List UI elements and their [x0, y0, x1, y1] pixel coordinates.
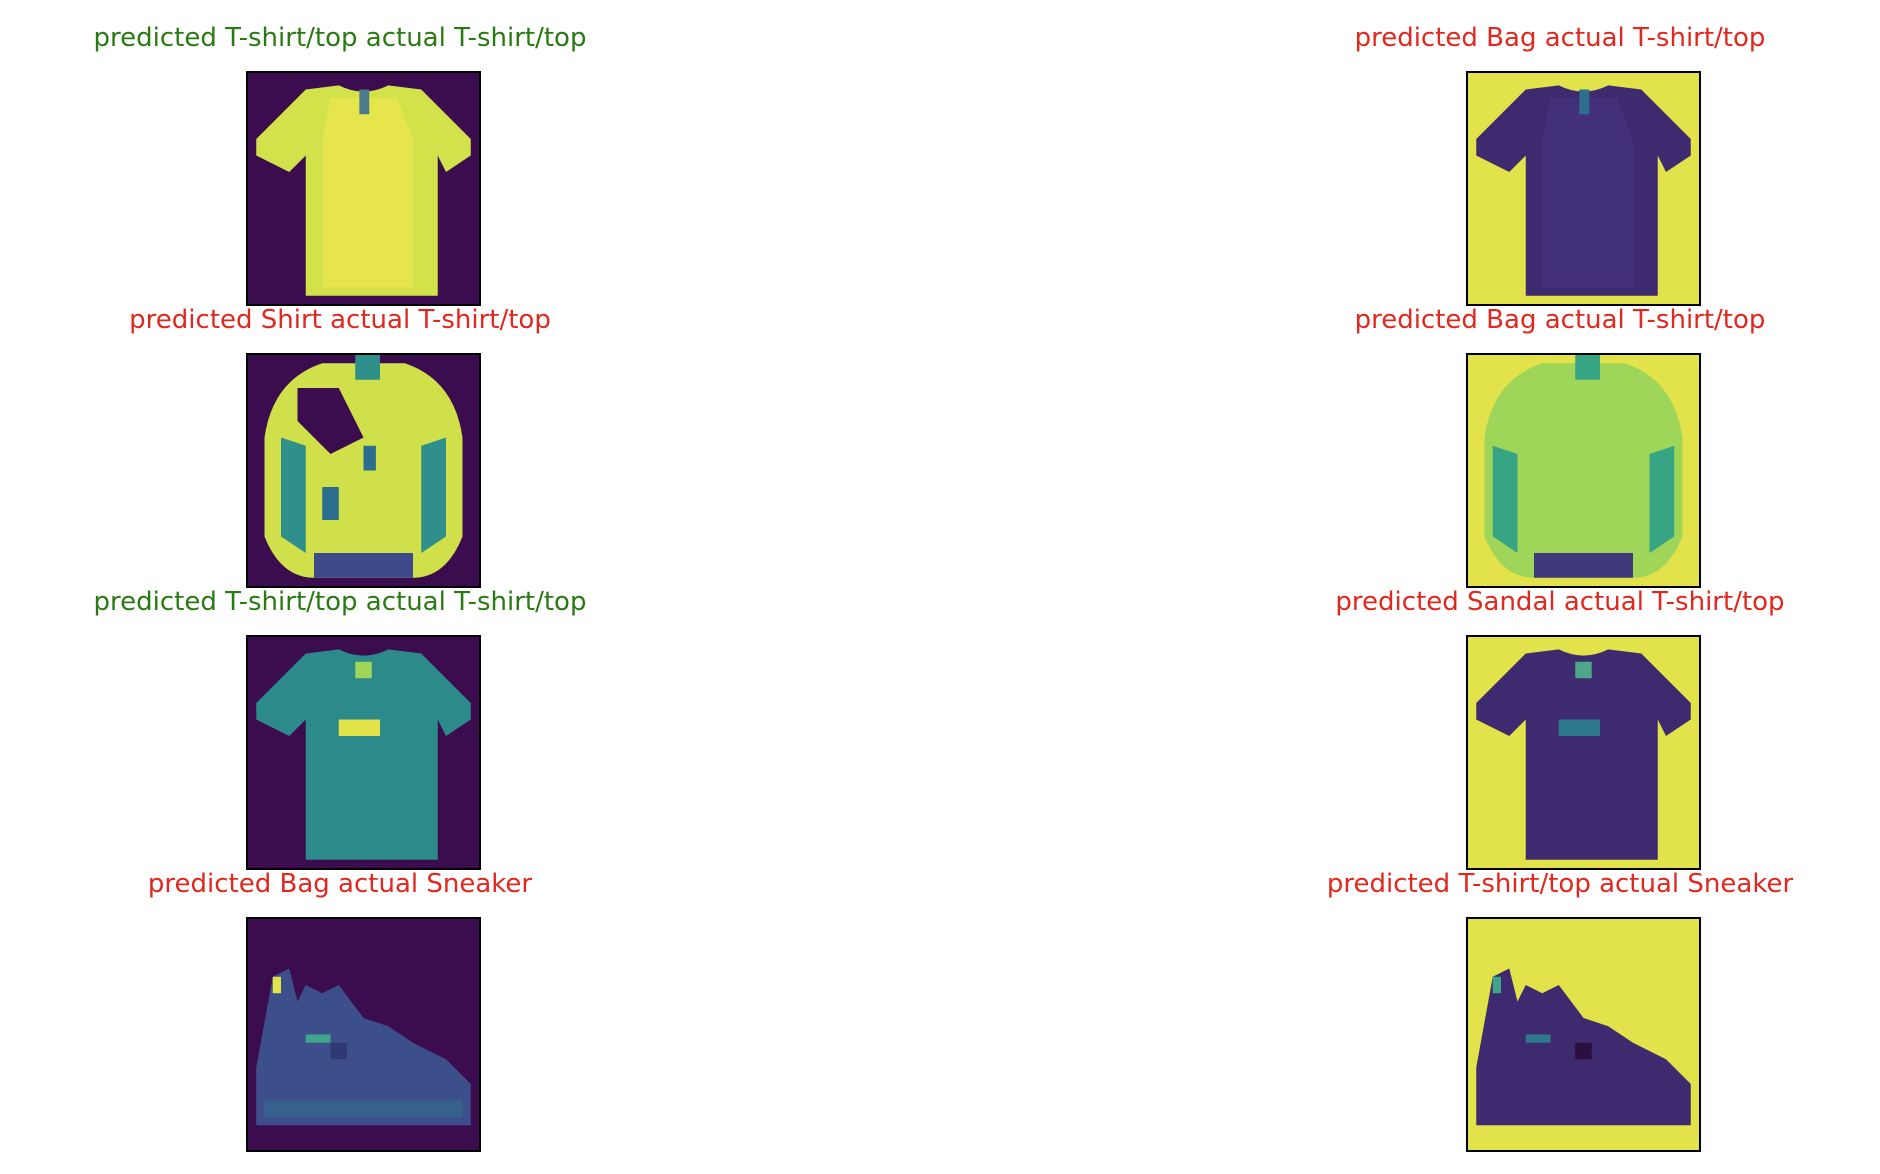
t-shirt-with-logo-image-inverted	[1466, 635, 1701, 870]
panel-title: predicted T-shirt/top actual T-shirt/top	[93, 23, 587, 53]
panel-title: predicted T-shirt/top actual Sneaker	[1326, 869, 1794, 899]
prediction-panel-6: predicted Sandal actual T-shirt/top	[1180, 564, 1880, 870]
t-shirt-image-inverted	[1466, 71, 1701, 306]
panel-title: predicted Bag actual Sneaker	[147, 869, 533, 899]
t-shirt-with-logo-image	[246, 635, 481, 870]
prediction-panel-5: predicted T-shirt/top actual T-shirt/top	[0, 564, 720, 870]
panel-title: predicted Bag actual T-shirt/top	[1354, 23, 1766, 53]
panel-title: predicted Bag actual T-shirt/top	[1354, 305, 1766, 335]
prediction-panel-3: predicted Shirt actual T-shirt/top	[0, 282, 720, 588]
panel-title: predicted T-shirt/top actual T-shirt/top	[93, 587, 587, 617]
sneaker-image-inverted	[1466, 917, 1701, 1152]
prediction-panel-4: predicted Bag actual T-shirt/top	[1180, 282, 1880, 588]
sweater-image	[246, 353, 481, 588]
sneaker-image	[246, 917, 481, 1152]
panel-title: predicted Shirt actual T-shirt/top	[129, 305, 551, 335]
t-shirt-image	[246, 71, 481, 306]
prediction-panel-1: predicted T-shirt/top actual T-shirt/top	[0, 0, 720, 306]
prediction-panel-7: predicted Bag actual Sneaker	[0, 846, 720, 1152]
prediction-panel-8: predicted T-shirt/top actual Sneaker	[1180, 846, 1880, 1152]
sweater-image-inverted	[1466, 353, 1701, 588]
prediction-panel-2: predicted Bag actual T-shirt/top	[1180, 0, 1880, 306]
panel-title: predicted Sandal actual T-shirt/top	[1335, 587, 1785, 617]
